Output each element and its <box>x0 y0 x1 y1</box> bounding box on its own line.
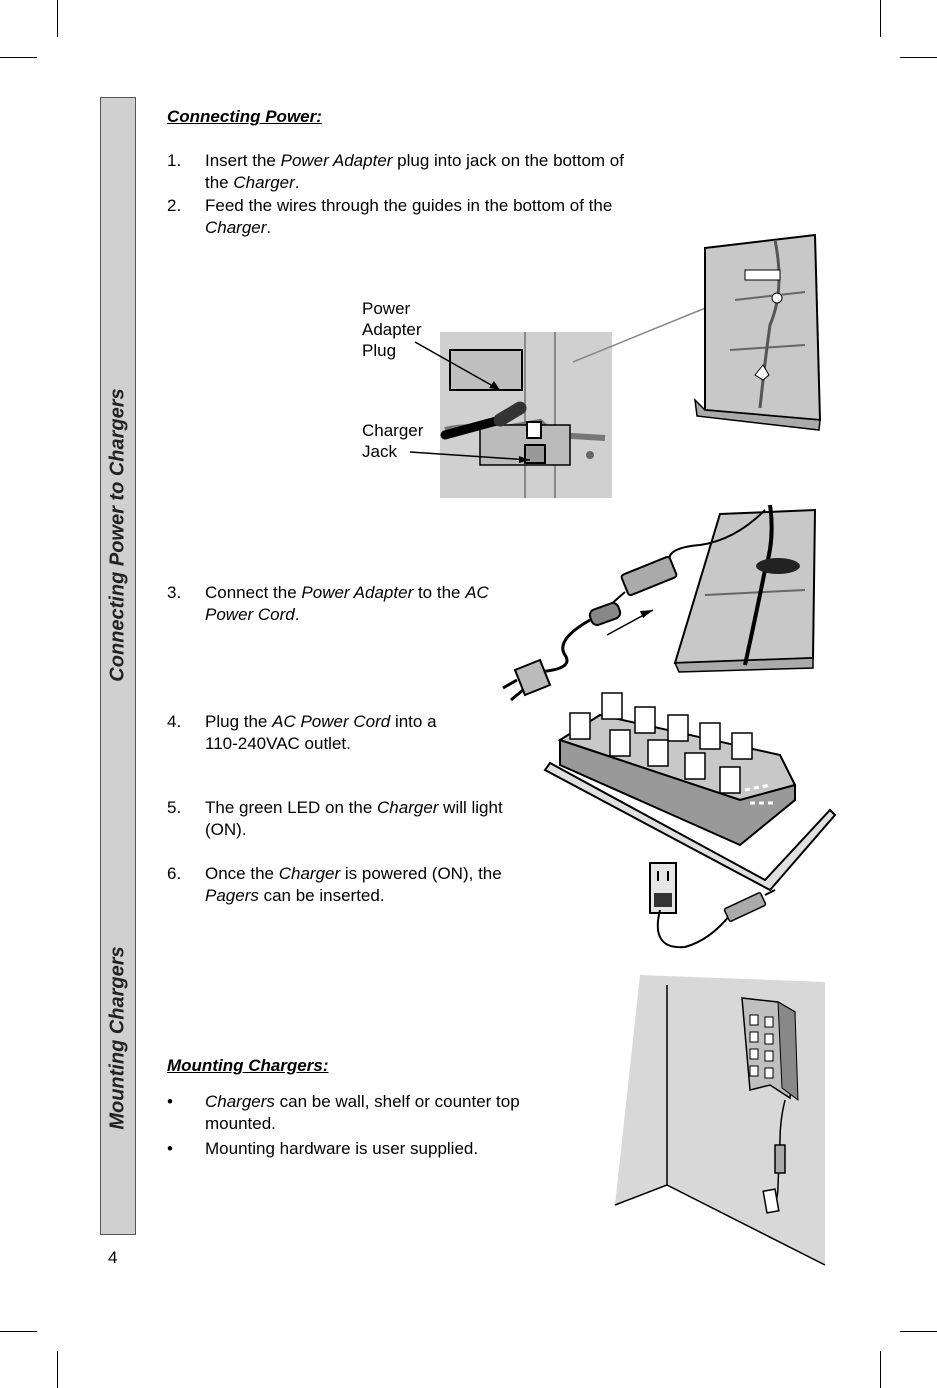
crop-mark <box>900 57 937 58</box>
crop-mark <box>0 1331 37 1332</box>
wall-mount-illustration <box>614 975 826 1266</box>
charger-shelf-illustration <box>543 692 837 949</box>
bullet-icon: • <box>167 1139 173 1158</box>
step-text: Once the Charger is powered (ON), the Pa… <box>205 864 502 905</box>
section-heading-connecting-power: Connecting Power: <box>167 107 322 126</box>
step-number: 5. <box>167 798 182 817</box>
crop-mark <box>0 57 37 58</box>
bullet-text: Chargers can be wall, shelf or counter t… <box>205 1092 520 1133</box>
crop-mark <box>57 0 58 37</box>
step-number: 1. <box>167 151 182 170</box>
sidebar-tab: Connecting Power to Chargers Mounting Ch… <box>100 97 136 1235</box>
crop-mark <box>57 1351 58 1388</box>
step-number: 3. <box>167 583 182 602</box>
step-text: Plug the AC Power Cord into a 110-240VAC… <box>205 712 437 753</box>
page-number: 4 <box>108 1248 118 1267</box>
sidebar-label-connecting: Connecting Power to Chargers <box>106 388 129 682</box>
sidebar-label-mounting: Mounting Chargers <box>106 946 129 1130</box>
step-text: Feed the wires through the guides in the… <box>205 196 613 237</box>
step-text: Connect the Power Adapter to the AC Powe… <box>205 583 489 624</box>
jack-closeup-illustration <box>409 233 822 498</box>
section-heading-mounting-chargers: Mounting Chargers: <box>167 1056 329 1075</box>
adapter-cord-illustration <box>502 504 817 702</box>
step-number: 2. <box>167 196 182 215</box>
step-text: Insert the Power Adapter plug into jack … <box>205 151 624 192</box>
step-number: 4. <box>167 712 182 731</box>
step-text: The green LED on the Charger will light … <box>205 798 503 839</box>
crop-mark <box>900 1331 937 1332</box>
bullet-icon: • <box>167 1092 173 1111</box>
bullet-text: Mounting hardware is user supplied. <box>205 1139 479 1158</box>
crop-mark <box>880 0 881 37</box>
step-number: 6. <box>167 864 182 883</box>
crop-mark <box>880 1351 881 1388</box>
